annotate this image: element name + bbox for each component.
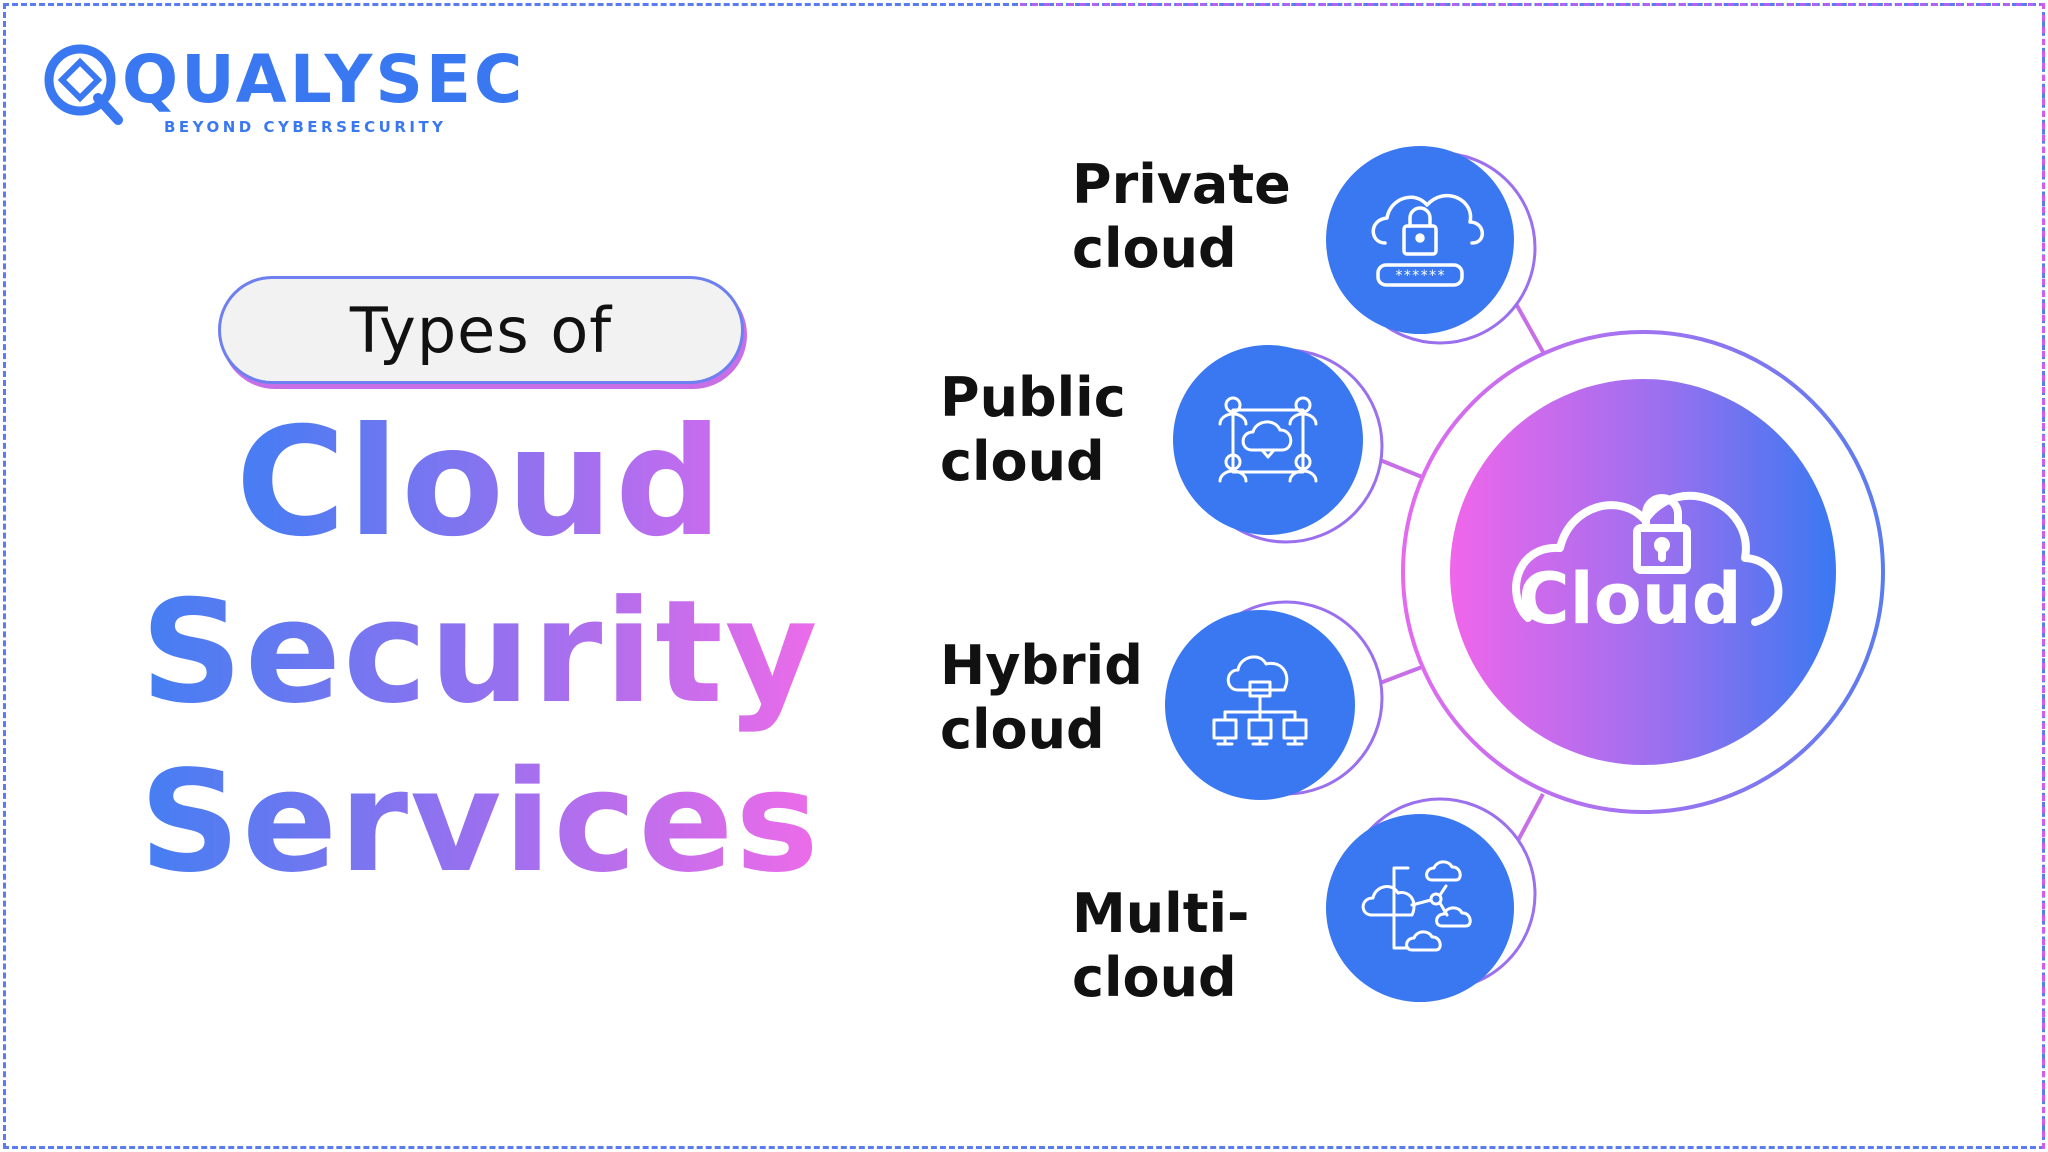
headline-line-3: Services bbox=[120, 738, 840, 908]
hybrid-cloud-network-icon bbox=[1212, 655, 1308, 746]
dashed-border-right bbox=[2042, 3, 2045, 1149]
connector-lines bbox=[1379, 301, 1545, 847]
label-multi-line1: Multi- bbox=[1072, 882, 1250, 945]
label-public-line2: cloud bbox=[940, 430, 1105, 493]
logo-tagline: BEYOND CYBERSECURITY bbox=[164, 118, 447, 136]
title-pill: Types of bbox=[218, 276, 744, 384]
qualysec-logo: QUALYSEC BEYOND CYBERSECURITY bbox=[40, 38, 522, 138]
label-hybrid-line1: Hybrid bbox=[940, 634, 1143, 697]
node-private-cloud: ****** bbox=[1326, 146, 1537, 345]
multi-cloud-share-icon bbox=[1361, 860, 1472, 952]
label-hybrid-cloud: Hybrid cloud bbox=[940, 634, 1143, 762]
headline-line-1: Cloud bbox=[120, 398, 840, 568]
center-node: Cloud bbox=[1401, 330, 1885, 814]
connector-public bbox=[1379, 458, 1423, 479]
label-multi-cloud: Multi- cloud bbox=[1072, 882, 1249, 1010]
logo-q-mark bbox=[44, 44, 123, 125]
connector-hybrid bbox=[1379, 665, 1423, 685]
public-network-users-icon bbox=[1218, 396, 1318, 483]
node-multi-cloud bbox=[1326, 797, 1537, 1002]
label-public-cloud: Public cloud bbox=[940, 366, 1126, 494]
connector-multi bbox=[1513, 793, 1545, 847]
node-hybrid-cloud bbox=[1165, 600, 1384, 800]
label-private-line2: cloud bbox=[1072, 217, 1237, 280]
label-public-line1: Public bbox=[940, 366, 1126, 429]
label-private-line1: Private bbox=[1072, 153, 1291, 216]
center-label: Cloud bbox=[1518, 558, 1741, 640]
svg-text:******: ****** bbox=[1395, 268, 1446, 284]
dashed-border-top-gradient bbox=[1020, 3, 2045, 6]
logo-wordmark: QUALYSEC bbox=[122, 41, 526, 118]
label-hybrid-line2: cloud bbox=[940, 698, 1105, 761]
connector-private bbox=[1513, 301, 1545, 353]
cloud-lock-password-icon: ****** bbox=[1371, 193, 1484, 287]
label-private-cloud: Private cloud bbox=[1072, 153, 1291, 281]
headline-line-2: Security bbox=[120, 568, 840, 738]
title-pill-text: Types of bbox=[349, 293, 613, 367]
label-multi-line2: cloud bbox=[1072, 946, 1237, 1009]
node-public-cloud bbox=[1173, 345, 1384, 544]
cloud-lock-icon bbox=[1512, 491, 1783, 626]
